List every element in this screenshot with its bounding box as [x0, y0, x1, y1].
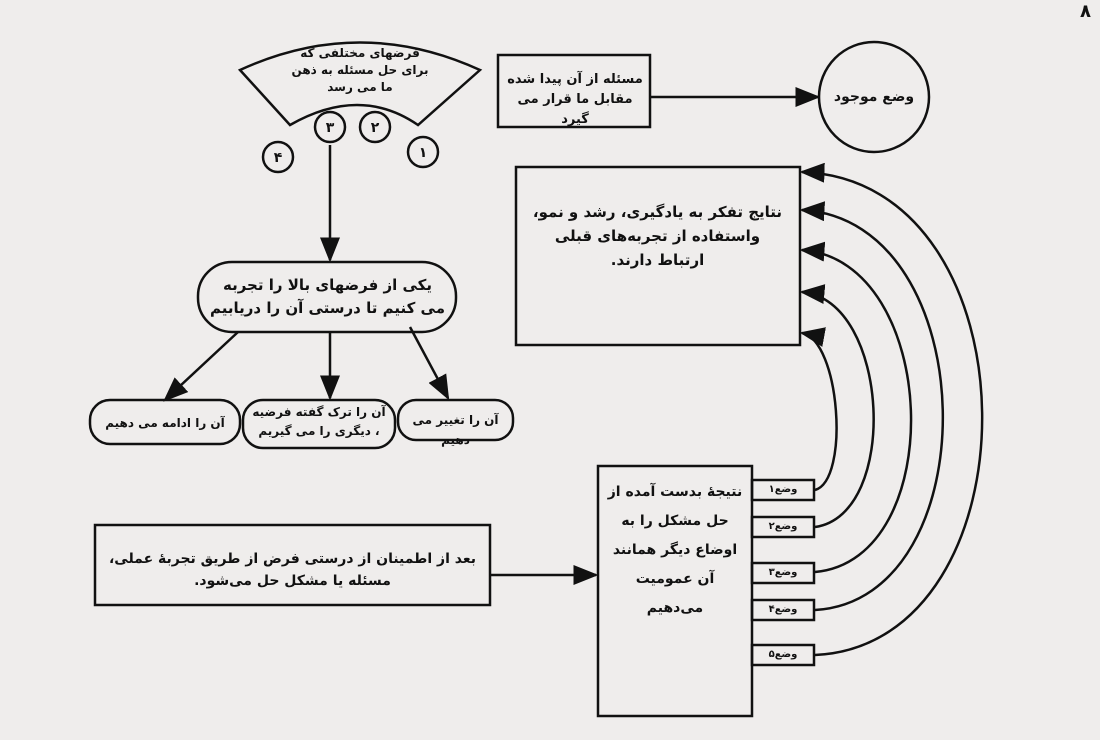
current-state-circle	[817, 40, 931, 154]
situation-3: وضع۳	[768, 567, 798, 578]
hypothesis-number-1: ۱	[418, 145, 428, 161]
solved-box	[93, 523, 492, 607]
outcome-box-change	[396, 398, 515, 442]
page-mark: ۸	[1080, 1, 1091, 22]
outcome-change-text: آن را تغییر می دهیم	[412, 413, 499, 447]
test-text: یکی از فرضهای بالا را تجربه می کنیم تا د…	[209, 276, 445, 317]
situation-1: وضع۱	[768, 484, 798, 495]
situation-2: وضع۲	[768, 521, 798, 532]
hypothesis-number-2: ۲	[370, 120, 380, 136]
current-state-text: وضع موجود	[833, 89, 915, 105]
situation-5: وضع۵	[768, 649, 798, 660]
outcome-abandon-text: آن را ترک گفته فرضیه ، دیگری را می گیریم	[252, 405, 386, 438]
problem-text: مسئله از آن پیدا شده مقابل ما قرار می گی…	[507, 72, 643, 127]
problem-box	[496, 53, 652, 129]
solved-text: بعد از اطمینان از درستی فرض از طریق تجرب…	[108, 551, 476, 589]
hypothesis-number-4: ۴	[273, 150, 283, 166]
generalize-text: نتیجهٔ بدست آمده از حل مشکل را به اوضاع …	[607, 484, 743, 616]
hypotheses-fan	[237, 41, 483, 127]
generalize-box	[596, 464, 754, 718]
outcome-box-continue	[88, 398, 242, 446]
hypothesis-number-3: ۳	[325, 120, 335, 136]
hypothesis-circle-1	[406, 135, 440, 169]
hypothesis-circle-4	[261, 140, 295, 174]
test-box	[196, 260, 458, 334]
situation-4: وضع۴	[768, 604, 798, 615]
results-text: نتایج تفکر به یادگیری، رشد و نمو، واستفا…	[532, 203, 783, 269]
hypothesis-circle-3	[313, 110, 347, 144]
outcome-continue-text: آن را ادامه می دهیم	[105, 416, 225, 430]
outcome-box-abandon	[241, 398, 397, 450]
hypothesis-circle-2	[358, 110, 392, 144]
hypotheses-title: فرضهای مختلفی که برای حل مسئله به ذهن ما…	[291, 46, 429, 94]
